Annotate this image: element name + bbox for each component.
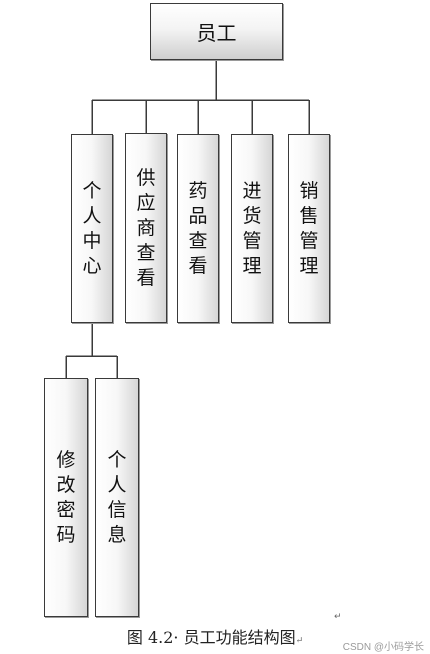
- label-char: 查: [188, 229, 208, 252]
- label-char: 看: [136, 266, 156, 289]
- label-char: 看: [188, 254, 208, 277]
- node-sales-management: 销售管理: [288, 134, 330, 323]
- label-char: 管: [299, 229, 319, 252]
- figure-caption: 图 4.2· 员工功能结构图↵: [0, 624, 430, 648]
- root-node-employee: 员工: [150, 3, 283, 60]
- node-label-vertical: 个人中心: [82, 179, 101, 279]
- watermark: CSDN @小码学长: [342, 642, 424, 653]
- node-change-password: 修改密码: [44, 378, 88, 617]
- label-char: 商: [136, 216, 156, 239]
- label-char: 中: [82, 229, 102, 252]
- label-char: 个: [82, 179, 102, 202]
- label-char: 改: [56, 473, 76, 496]
- caption-text: 图 4.2· 员工功能结构图: [126, 628, 296, 647]
- node-personal-center: 个人中心: [71, 134, 113, 323]
- label-char: 码: [56, 523, 76, 546]
- node-label-vertical: 药品查看: [188, 179, 207, 279]
- node-purchase-management: 进货管理: [231, 134, 273, 323]
- label-char: 销: [299, 179, 319, 202]
- label-char: 信: [107, 498, 127, 521]
- label-char: 供: [136, 166, 156, 189]
- caption-return-mark: ↵: [295, 636, 304, 646]
- node-label-vertical: 进货管理: [242, 179, 261, 279]
- label-char: 品: [188, 204, 208, 227]
- side-return-mark: ↵: [334, 612, 342, 622]
- label-char: 人: [82, 204, 102, 227]
- node-label-vertical: 修改密码: [56, 448, 75, 548]
- root-node-label: 员工: [196, 21, 237, 45]
- node-personal-info: 个人信息: [95, 378, 139, 617]
- label-char: 人: [107, 473, 127, 496]
- node-label-vertical: 供应商查看: [136, 166, 155, 291]
- node-label-vertical: 个人信息: [107, 448, 126, 548]
- node-drug-view: 药品查看: [177, 134, 219, 323]
- label-char: 药: [188, 179, 208, 202]
- node-label-vertical: 销售管理: [299, 179, 318, 279]
- label-char: 理: [299, 254, 319, 277]
- label-char: 管: [242, 229, 262, 252]
- label-char: 进: [242, 179, 262, 202]
- label-char: 息: [107, 523, 127, 546]
- node-supplier-view: 供应商查看: [125, 133, 167, 323]
- label-char: 密: [56, 498, 76, 521]
- label-char: 个: [107, 448, 127, 471]
- label-char: 售: [299, 204, 319, 227]
- label-char: 修: [56, 448, 76, 471]
- label-char: 查: [136, 241, 156, 264]
- label-char: 心: [82, 254, 102, 277]
- label-char: 理: [242, 254, 262, 277]
- label-char: 货: [242, 204, 262, 227]
- label-char: 应: [136, 191, 156, 214]
